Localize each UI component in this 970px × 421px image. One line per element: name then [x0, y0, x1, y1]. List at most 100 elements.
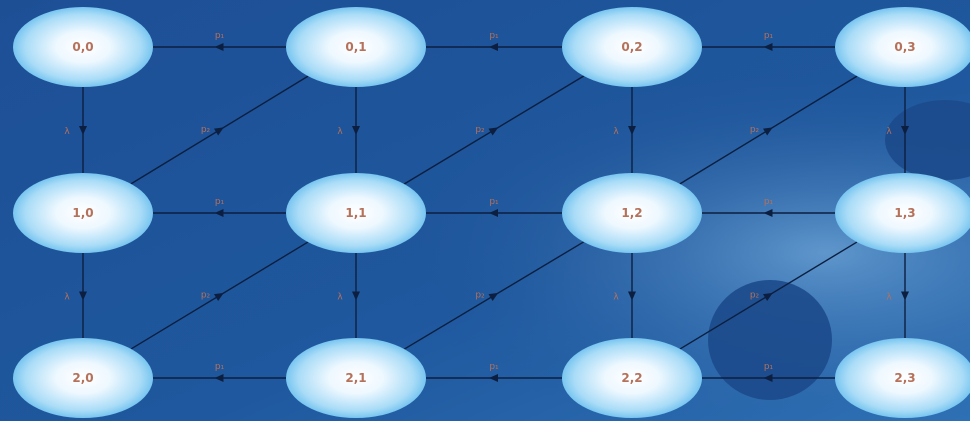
state-node-0-0: 0,0: [13, 7, 153, 87]
edge-03-to-13: λ: [886, 87, 909, 173]
arrowhead-icon: [79, 126, 87, 135]
edge-label: p₁: [764, 197, 774, 207]
edge-21-to-12: p₂: [404, 241, 584, 350]
state-node-2-1: 2,1: [286, 338, 426, 418]
arrowhead-icon: [488, 292, 499, 301]
state-label: 2,0: [72, 371, 93, 385]
edge-label: λ: [886, 293, 892, 303]
state-ellipse: [13, 173, 153, 253]
arrowhead-icon: [763, 127, 773, 136]
state-node-1-0: 1,0: [13, 173, 153, 253]
edge-label: λ: [337, 127, 343, 137]
edge-02-to-12: λ: [613, 87, 636, 173]
arrowhead-icon: [763, 43, 773, 51]
edge-label: λ: [64, 127, 70, 137]
edge-12-to-11: p₁: [426, 197, 562, 217]
state-node-1-2: 1,2: [562, 173, 702, 253]
edge-label: p₁: [764, 362, 774, 372]
state-node-2-2: 2,2: [562, 338, 702, 418]
edge-label: p₂: [475, 291, 485, 301]
state-node-2-3: 2,3: [835, 338, 970, 418]
arrowhead-icon: [901, 126, 909, 135]
edge-label: λ: [613, 293, 619, 303]
state-label: 1,2: [621, 206, 642, 220]
arrowhead-icon: [489, 374, 498, 382]
edge-label: p₂: [475, 125, 485, 135]
edge-11-to-21: λ: [337, 253, 360, 338]
edge-label: p₂: [750, 291, 760, 301]
edge-label: p₂: [750, 125, 760, 135]
edge-label: p₁: [489, 31, 499, 41]
state-node-0-2: 0,2: [562, 7, 702, 87]
arrowhead-icon: [79, 291, 87, 301]
edge-11-to-02: p₂: [403, 75, 585, 185]
state-ellipse: [835, 338, 970, 418]
edge-label: λ: [64, 293, 70, 303]
state-ellipse: [286, 173, 426, 253]
edge-label: λ: [886, 127, 892, 137]
edge-label: p₁: [489, 362, 499, 372]
edge-label: p₁: [215, 31, 225, 41]
arrowhead-icon: [489, 209, 498, 217]
edge-label: p₁: [489, 197, 499, 207]
edges-layer: p₁ p₁ p₁ p₁ p₁ p₁ p₁ p₁ p₁ λ λ λ λ λ λ λ λ p₂ p₂ p₂ p₂ p₂ p₂: [64, 31, 909, 382]
edge-22-to-13: p₂: [679, 241, 858, 350]
arrowhead-icon: [214, 209, 224, 217]
arrowhead-icon: [214, 127, 224, 136]
state-ellipse: [835, 7, 970, 87]
state-ellipse: [13, 338, 153, 418]
edge-01-to-00: p₁: [153, 31, 286, 51]
edge-13-to-12: p₁: [702, 197, 835, 217]
arrowhead-icon: [628, 126, 636, 135]
edge-10-to-01: p₂: [130, 75, 309, 185]
state-label: 0,2: [621, 40, 642, 54]
arrowhead-icon: [763, 209, 773, 217]
edge-22-to-21: p₁: [426, 362, 562, 382]
state-label: 2,2: [621, 371, 642, 385]
edge-label: p₂: [201, 291, 211, 301]
arrowhead-icon: [901, 291, 909, 301]
edge-13-to-23: λ: [886, 253, 909, 338]
edge-11-to-10: p₁: [153, 197, 286, 217]
state-node-1-1: 1,1: [286, 173, 426, 253]
state-label: 0,0: [72, 40, 93, 54]
arrowhead-icon: [352, 126, 360, 135]
edge-12-to-22: λ: [613, 253, 636, 338]
edge-label: λ: [337, 293, 343, 303]
state-node-1-3: 1,3: [835, 173, 970, 253]
edge-03-to-02: p₁: [702, 31, 835, 51]
edge-00-to-10: λ: [64, 87, 87, 173]
edge-23-to-22: p₁: [702, 362, 835, 382]
edge-12-to-03: p₂: [679, 75, 858, 185]
arrowhead-icon: [488, 127, 499, 136]
edge-20-to-11: p₂: [130, 241, 309, 350]
state-ellipse: [562, 338, 702, 418]
arrowhead-icon: [214, 374, 224, 382]
arrowhead-icon: [214, 43, 224, 51]
edge-label: p₂: [201, 125, 211, 135]
edge-02-to-01: p₁: [426, 31, 562, 51]
arrowhead-icon: [214, 292, 224, 301]
state-label: 1,1: [345, 206, 366, 220]
edge-label: p₁: [215, 197, 225, 207]
arrowhead-icon: [352, 291, 360, 301]
edge-10-to-20: λ: [64, 253, 87, 338]
state-label: 0,3: [894, 40, 915, 54]
state-label: 2,3: [894, 371, 915, 385]
arrowhead-icon: [763, 292, 773, 301]
state-label: 1,3: [894, 206, 915, 220]
state-ellipse: [562, 173, 702, 253]
state-label: 2,1: [345, 371, 366, 385]
arrowhead-icon: [763, 374, 773, 382]
arrowhead-icon: [628, 291, 636, 301]
state-ellipse: [562, 7, 702, 87]
state-label: 0,1: [345, 40, 366, 54]
state-node-0-1: 0,1: [286, 7, 426, 87]
arrowhead-icon: [489, 43, 498, 51]
state-node-2-0: 2,0: [13, 338, 153, 418]
edge-01-to-11: λ: [337, 87, 360, 173]
edge-label: p₁: [215, 362, 225, 372]
